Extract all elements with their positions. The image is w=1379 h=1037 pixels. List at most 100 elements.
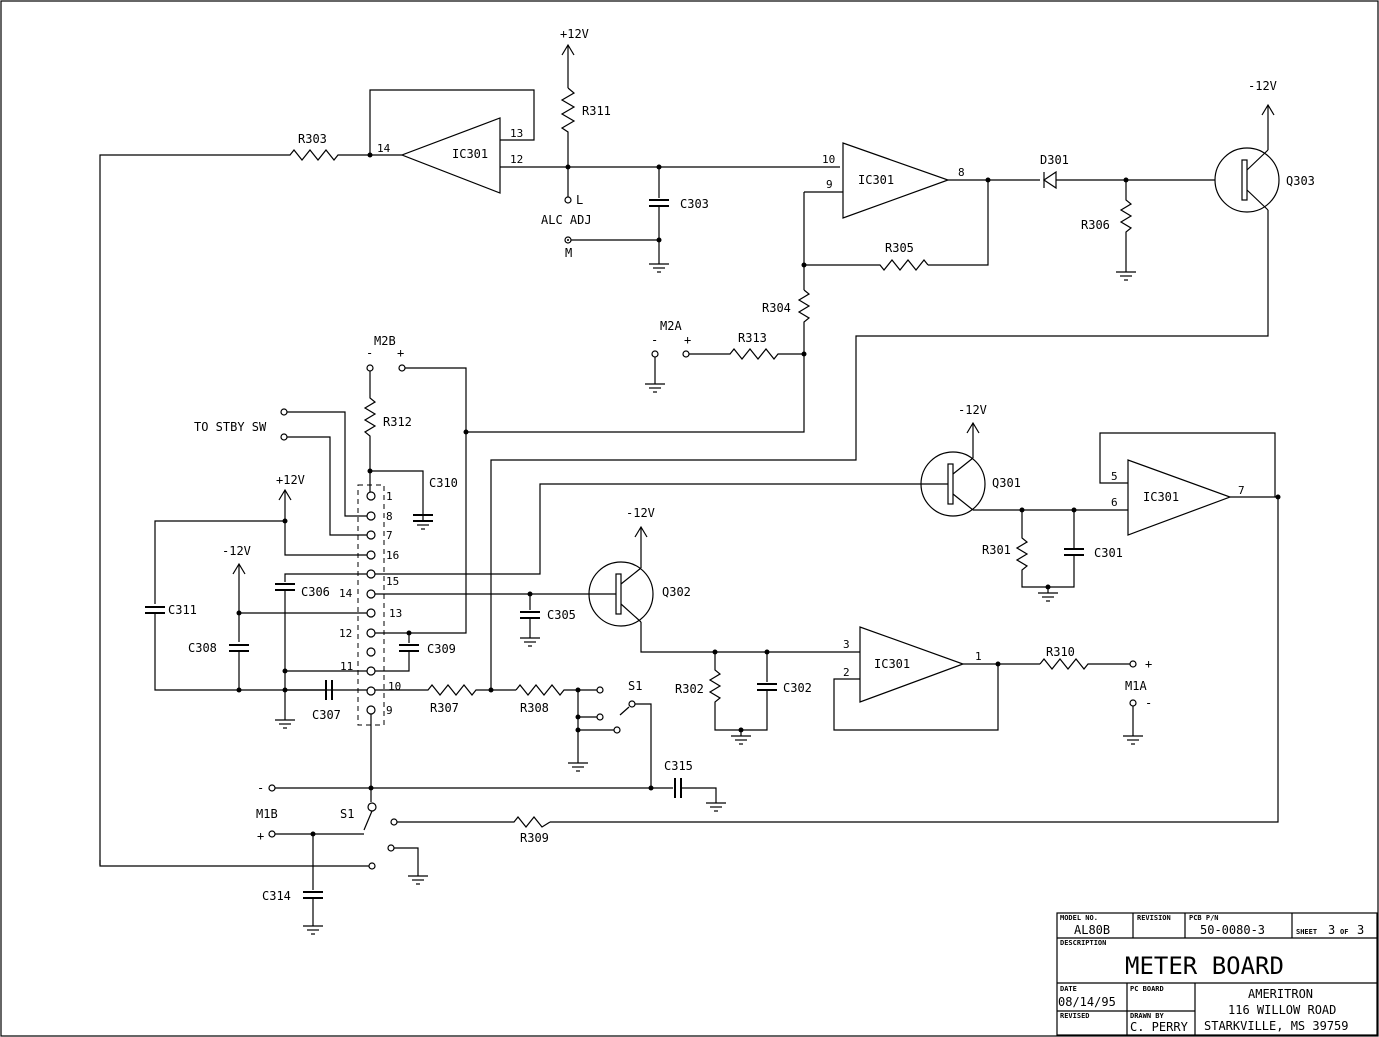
label-minus: - [1145,696,1152,710]
label-r308: R308 [520,701,549,715]
label-p9: 9 [826,178,833,191]
label-p14: 14 [377,142,391,155]
label-drawn-by: C. PERRY [1130,1020,1189,1034]
label-q303: Q303 [1286,174,1315,188]
label-c315: C315 [664,759,693,773]
label-p7: 7 [386,529,393,542]
label-m1b: M1B [256,807,278,821]
label-ic301: IC301 [874,657,910,671]
opamp-ic301-right: IC301 [1127,459,1232,536]
label-s1: S1 [628,679,642,693]
label-p6: 6 [1111,496,1118,509]
label-c314: C314 [262,889,291,903]
transistor-q301: Q301 [920,451,1021,517]
label-pos12: +12V [560,27,589,41]
opamp-ic301-low: IC301 [859,626,965,703]
label-alc-adj: ALC ADJ [541,213,592,227]
label-q302: Q302 [662,585,691,599]
label-pcb-label: PCB P/N [1189,914,1219,922]
label-s1: S1 [340,807,354,821]
label-r312: R312 [383,415,412,429]
label-r309: R309 [520,831,549,845]
label-revised-label: REVISED [1060,1012,1090,1020]
label-p10: 10 [388,680,401,693]
label-c302: C302 [783,681,812,695]
label-p15: 15 [386,575,399,588]
label-p14: 14 [339,587,353,600]
label-p12: 12 [339,627,352,640]
label-m: M [565,246,572,260]
label-p13: 13 [510,127,523,140]
label-q301: Q301 [992,476,1021,490]
label-ic301: IC301 [452,147,488,161]
label-r311: R311 [582,104,611,118]
label-r306: R306 [1081,218,1110,232]
label-company: AMERITRON [1248,987,1313,1001]
label-p9: 9 [386,704,393,717]
label-d301: D301 [1040,153,1069,167]
label-r302: R302 [675,682,704,696]
label-minus: - [651,333,658,347]
label-plus: + [397,346,404,360]
label-model-no: AL80B [1074,923,1110,937]
label-p7: 7 [1238,484,1245,497]
label-plus: + [684,333,691,347]
diode-d301: D301 [1040,153,1215,190]
label-to-stby: TO STBY SW [194,420,267,434]
label-minus: - [257,781,264,795]
label-model-no-label: MODEL NO. [1060,914,1098,922]
label-sheet-total: 3 [1357,923,1364,937]
label-l: L [576,193,583,207]
label-p11: 11 [340,660,353,673]
label-r301: R301 [982,543,1011,557]
opamp-ic301-mid: IC301 [842,142,950,219]
label-p10: 10 [822,153,835,166]
label-p16: 16 [386,549,399,562]
label-minus: - [366,346,373,360]
label-p8: 8 [386,510,393,523]
label-p1: 1 [386,490,393,503]
label-c309: C309 [427,642,456,656]
label-p5: 5 [1111,470,1118,483]
transistor-q303: Q303 [1214,147,1315,213]
label-ic301: IC301 [1143,490,1179,504]
label-of-label: OF [1340,928,1348,936]
label-c303: C303 [680,197,709,211]
label-plus: + [1145,657,1152,671]
label-neg12: -12V [222,544,251,558]
label-c305: C305 [547,608,576,622]
label-p13: 13 [389,607,402,620]
label-c307: C307 [312,708,341,722]
label-ic301: IC301 [858,173,894,187]
label-c311: C311 [168,603,197,617]
label-date-label: DATE [1060,985,1077,993]
label-r307: R307 [430,701,459,715]
label-c301: C301 [1094,546,1123,560]
label-neg12: -12V [626,506,655,520]
label-drawn-by-label: DRAWN BY [1130,1012,1165,1020]
label-r305: R305 [885,241,914,255]
label-r313: R313 [738,331,767,345]
label-r310: R310 [1046,645,1075,659]
label-address2: STARKVILLE, MS 39759 [1204,1019,1349,1033]
label-sheet-num: 3 [1328,923,1335,937]
label-p2: 2 [843,666,850,679]
label-m2b: M2B [374,334,396,348]
label-sheet-label: SHEET [1296,928,1317,936]
resistor-r303: R303 [99,132,370,865]
label-r303: R303 [298,132,327,146]
label-m1a: M1A [1125,679,1147,693]
label-address1: 116 WILLOW ROAD [1228,1003,1336,1017]
label-description-label: DESCRIPTION [1060,939,1106,947]
label-p8: 8 [958,166,965,179]
label-description: METER BOARD [1125,952,1284,980]
label-p3: 3 [843,638,850,651]
label-m2a: M2A [660,319,682,333]
label-r304: R304 [762,301,791,315]
label-neg12: -12V [1248,79,1277,93]
label-c308: C308 [188,641,217,655]
label-pcb: 50-0080-3 [1200,923,1265,937]
label-plus: + [257,829,264,843]
